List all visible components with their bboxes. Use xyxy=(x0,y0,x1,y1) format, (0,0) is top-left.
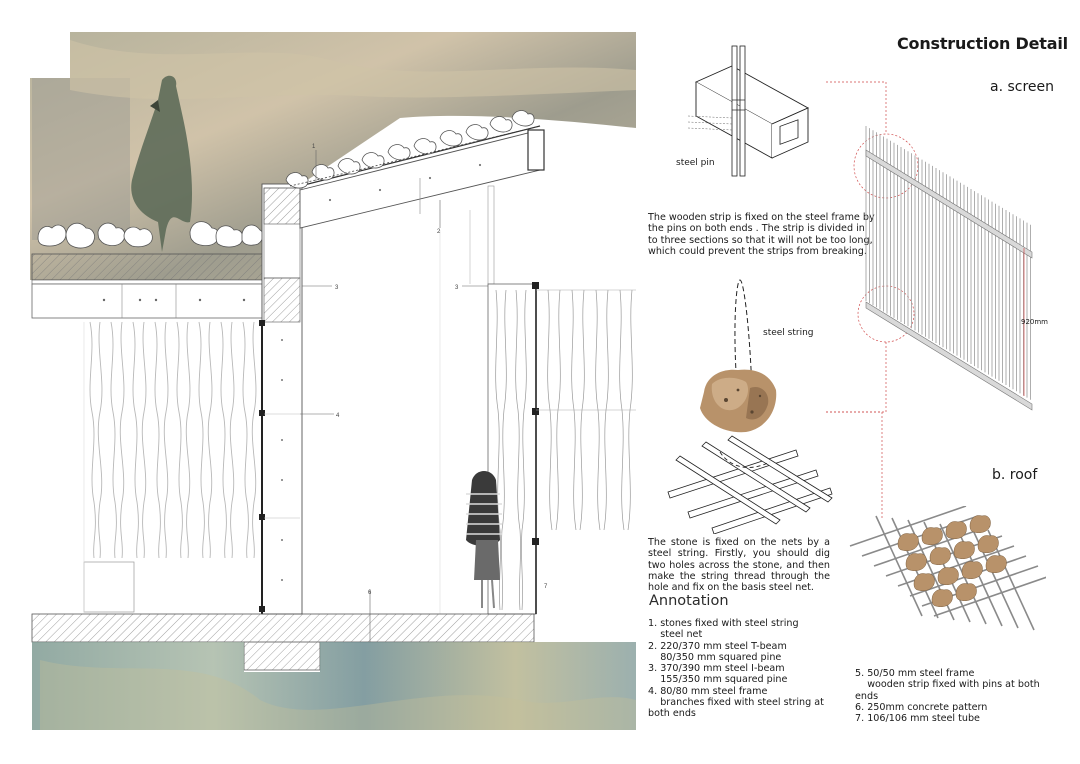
screen-label: a. screen xyxy=(990,79,1055,95)
roof-grid-bar xyxy=(873,525,991,567)
roof-stone xyxy=(953,541,975,559)
annotation-list: 1. stones fixed with steel string steel … xyxy=(648,618,848,720)
roof-grid-bar xyxy=(875,515,923,617)
wooden-strip-line-4: which could prevent the strips from brea… xyxy=(648,245,867,257)
steel-string-label: steel string xyxy=(763,328,814,338)
roof-stone xyxy=(969,515,991,533)
annotation-item: steel net xyxy=(648,629,703,641)
annotation-item: 80/350 mm squared pine xyxy=(648,651,782,663)
left-roof-slab xyxy=(31,253,265,281)
wooden-strip-line-2: the pins on both ends . The strip is div… xyxy=(648,223,865,235)
annotation-item: 1. stones fixed with steel string xyxy=(648,618,799,629)
steel-pin-detail xyxy=(687,45,810,177)
marker-7: 7 xyxy=(544,584,548,590)
annotation-heading: Annotation xyxy=(649,593,729,609)
marker-3a: 3 xyxy=(335,285,339,291)
annotation-item: both ends xyxy=(648,708,696,720)
left-beam xyxy=(31,283,263,319)
annotation-item: 7. 106/106 mm steel tube xyxy=(855,713,980,725)
red-dash-roof-link xyxy=(826,411,883,520)
roof-stones-slope xyxy=(285,110,535,189)
stone-description: The stone is fixed on the nets by a stee… xyxy=(648,537,830,594)
annotation-item: 2. 220/370 mm steel T-beam xyxy=(648,640,787,652)
roof-grid-bar xyxy=(933,576,1046,617)
marker-2: 2 xyxy=(437,229,441,235)
sculpture-figure xyxy=(131,75,193,252)
annotation-item: branches fixed with steel string at xyxy=(648,697,824,709)
marker-6: 6 xyxy=(368,590,372,596)
wooden-strip-line-3: to three sections so that it will not be… xyxy=(648,234,873,246)
dimension-label: 920mm xyxy=(1021,318,1048,326)
roof-stone xyxy=(921,527,943,545)
roof-stone xyxy=(905,553,927,571)
ground-slab xyxy=(31,613,535,643)
section-drawing: 1 2 3 3 4 6 7 xyxy=(30,32,636,730)
stone-fixing-detail xyxy=(667,279,833,534)
roof-label: b. roof xyxy=(992,467,1038,483)
page-title: Construction Detail xyxy=(897,34,1068,53)
marker-4: 4 xyxy=(336,413,340,419)
sea-painting xyxy=(32,642,636,730)
roof-stone xyxy=(913,573,935,591)
roof-stone xyxy=(929,547,951,565)
annotation-item: wooden strip fixed with pins at both xyxy=(855,679,1040,691)
roof-stone xyxy=(945,521,967,539)
roof-stone xyxy=(897,533,919,551)
annotation-list-2: 5. 50/50 mm steel frame wooden strip fix… xyxy=(855,668,1055,724)
roof-stone xyxy=(937,567,959,585)
wooden-strip-line-1: The wooden strip is fixed on the steel f… xyxy=(648,212,875,223)
wooden-strip-description: The wooden strip is fixed on the steel f… xyxy=(648,212,875,257)
annotation-item: 3. 370/390 mm steel I-beam xyxy=(648,663,785,675)
roof-axonometric xyxy=(849,506,1046,631)
annotation-item: 6. 250mm concrete pattern xyxy=(855,701,988,713)
roof-stone xyxy=(961,561,983,579)
roof-stone xyxy=(985,555,1007,573)
roof-grid-bar xyxy=(849,506,967,547)
screen-axonometric xyxy=(826,81,1033,413)
branch-screen-left xyxy=(89,321,257,559)
roof-stones-left xyxy=(37,221,264,249)
person-figure xyxy=(466,471,502,609)
annotation-item: 5. 50/50 mm steel frame xyxy=(855,668,975,679)
roof-stone xyxy=(955,583,977,601)
roof-stone xyxy=(977,535,999,553)
steel-net xyxy=(667,435,833,534)
steel-pin-label: steel pin xyxy=(676,158,715,168)
roof-stone xyxy=(931,589,953,607)
annotation-item: ends xyxy=(855,690,879,702)
annotation-item: 155/350 mm squared pine xyxy=(648,674,788,686)
marker-1: 1 xyxy=(312,144,316,150)
annotation-item: 4. 80/80 mm steel frame xyxy=(648,685,768,697)
marker-3b: 3 xyxy=(455,285,459,291)
